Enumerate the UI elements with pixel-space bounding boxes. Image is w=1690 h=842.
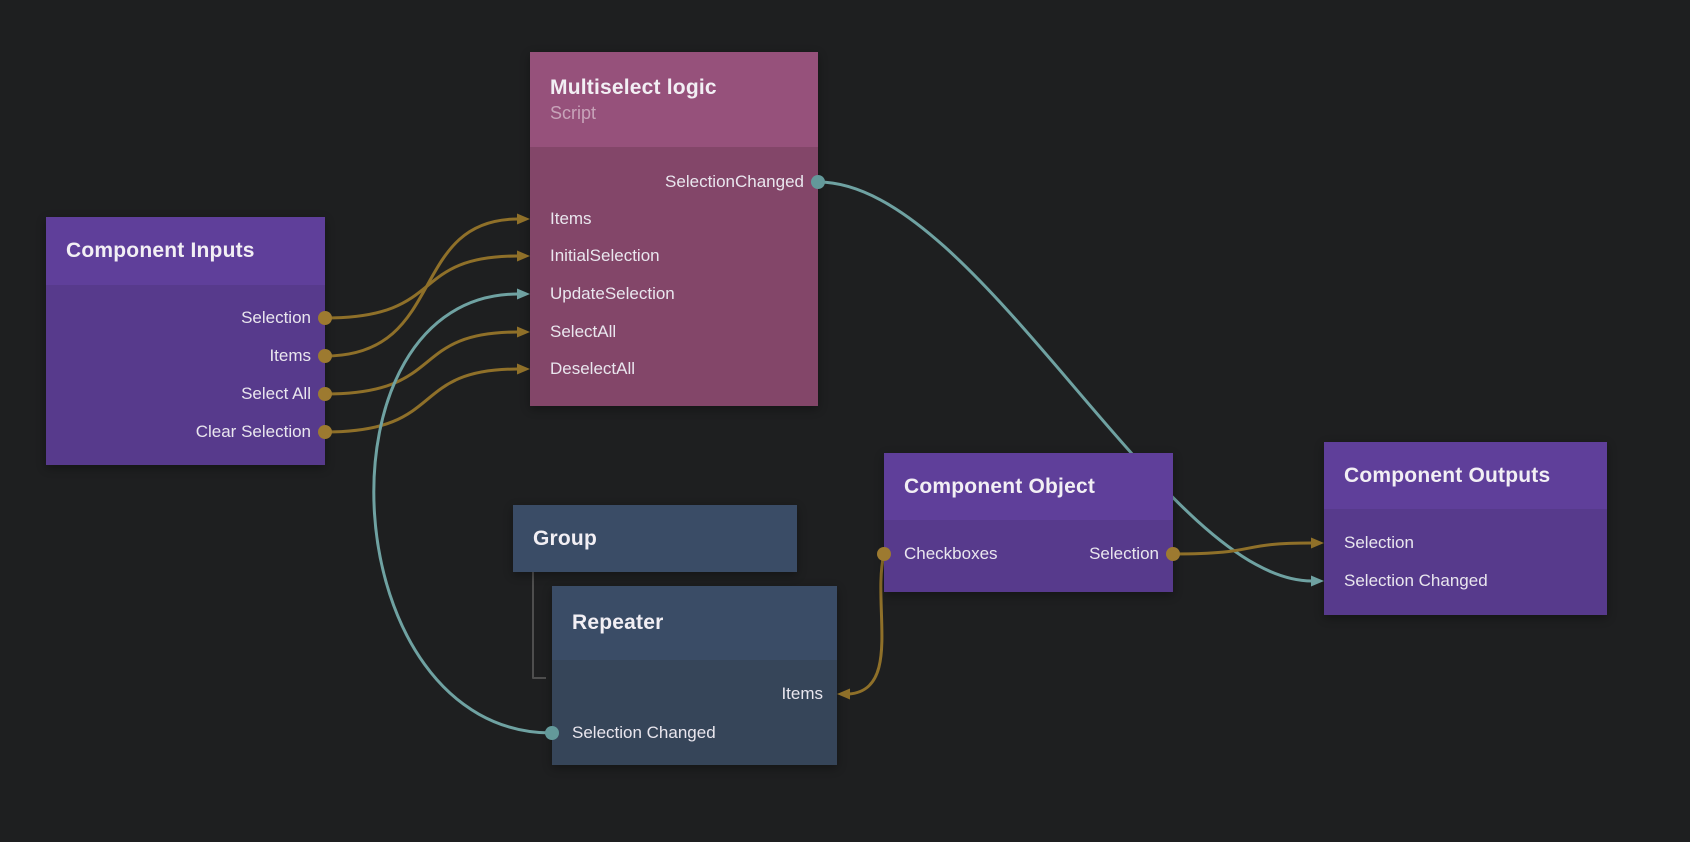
port-component-inputs-items[interactable]: Items: [269, 346, 311, 365]
node-header-component-inputs[interactable]: Component Inputs: [46, 217, 325, 285]
node-title: Repeater: [572, 611, 664, 634]
node-title: Component Outputs: [1344, 463, 1551, 487]
wire-component-object.checkboxes--repeater.items[interactable]: [848, 553, 886, 696]
port-component-inputs-select-all[interactable]: Select All: [241, 384, 311, 403]
hierarchy-line: [532, 572, 546, 679]
port-multiselect-logic-items[interactable]: Items: [550, 209, 592, 228]
wire-component-object.selection--component-outputs.selection[interactable]: [1172, 541, 1313, 556]
node-title: Multiselect logic: [550, 75, 717, 99]
port-repeater-items[interactable]: Items: [781, 684, 823, 703]
port-multiselect-logic-select-all[interactable]: SelectAll: [550, 322, 617, 341]
port-multiselect-logic-selection-changed[interactable]: SelectionChanged: [665, 172, 804, 191]
node-title: Component Inputs: [66, 239, 255, 262]
wire-component-inputs.clear-selection--multiselect-logic.deselect-all[interactable]: [324, 367, 519, 434]
node-header-component-outputs[interactable]: Component Outputs: [1324, 442, 1607, 509]
port-multiselect-logic-update-selection[interactable]: UpdateSelection: [550, 284, 675, 303]
port-component-outputs-selection[interactable]: Selection: [1344, 533, 1414, 552]
port-component-inputs-selection[interactable]: Selection: [241, 308, 311, 327]
wire-repeater.selection-changed--multiselect-logic.update-selection[interactable]: [372, 292, 553, 735]
port-component-object-checkboxes[interactable]: Checkboxes: [904, 544, 998, 563]
node-group[interactable]: Group: [513, 505, 797, 572]
wire-multiselect-logic.selection-changed--component-outputs.selection-changed[interactable]: [817, 180, 1313, 583]
port-component-outputs-selection-changed[interactable]: Selection Changed: [1344, 571, 1488, 590]
port-repeater-selection-changed[interactable]: Selection Changed: [572, 723, 716, 742]
port-multiselect-logic-deselect-all[interactable]: DeselectAll: [550, 359, 636, 378]
wire-component-inputs.items--multiselect-logic.items[interactable]: [324, 217, 519, 358]
port-multiselect-logic-initial-selection[interactable]: InitialSelection: [550, 246, 660, 265]
node-header-group[interactable]: Group: [513, 505, 797, 572]
node-subtitle: Script: [550, 102, 597, 123]
node-header-component-object[interactable]: Component Object: [884, 453, 1173, 520]
port-component-object-selection[interactable]: Selection: [1089, 544, 1159, 563]
node-title: Group: [533, 526, 597, 550]
wire-component-inputs.selection--multiselect-logic.initial-selection[interactable]: [324, 254, 519, 320]
wire-component-inputs.select-all--multiselect-logic.select-all[interactable]: [324, 330, 519, 396]
port-component-inputs-clear-selection[interactable]: Clear Selection: [195, 422, 311, 441]
node-header-repeater[interactable]: Repeater: [552, 586, 837, 660]
node-title: Component Object: [904, 474, 1096, 498]
